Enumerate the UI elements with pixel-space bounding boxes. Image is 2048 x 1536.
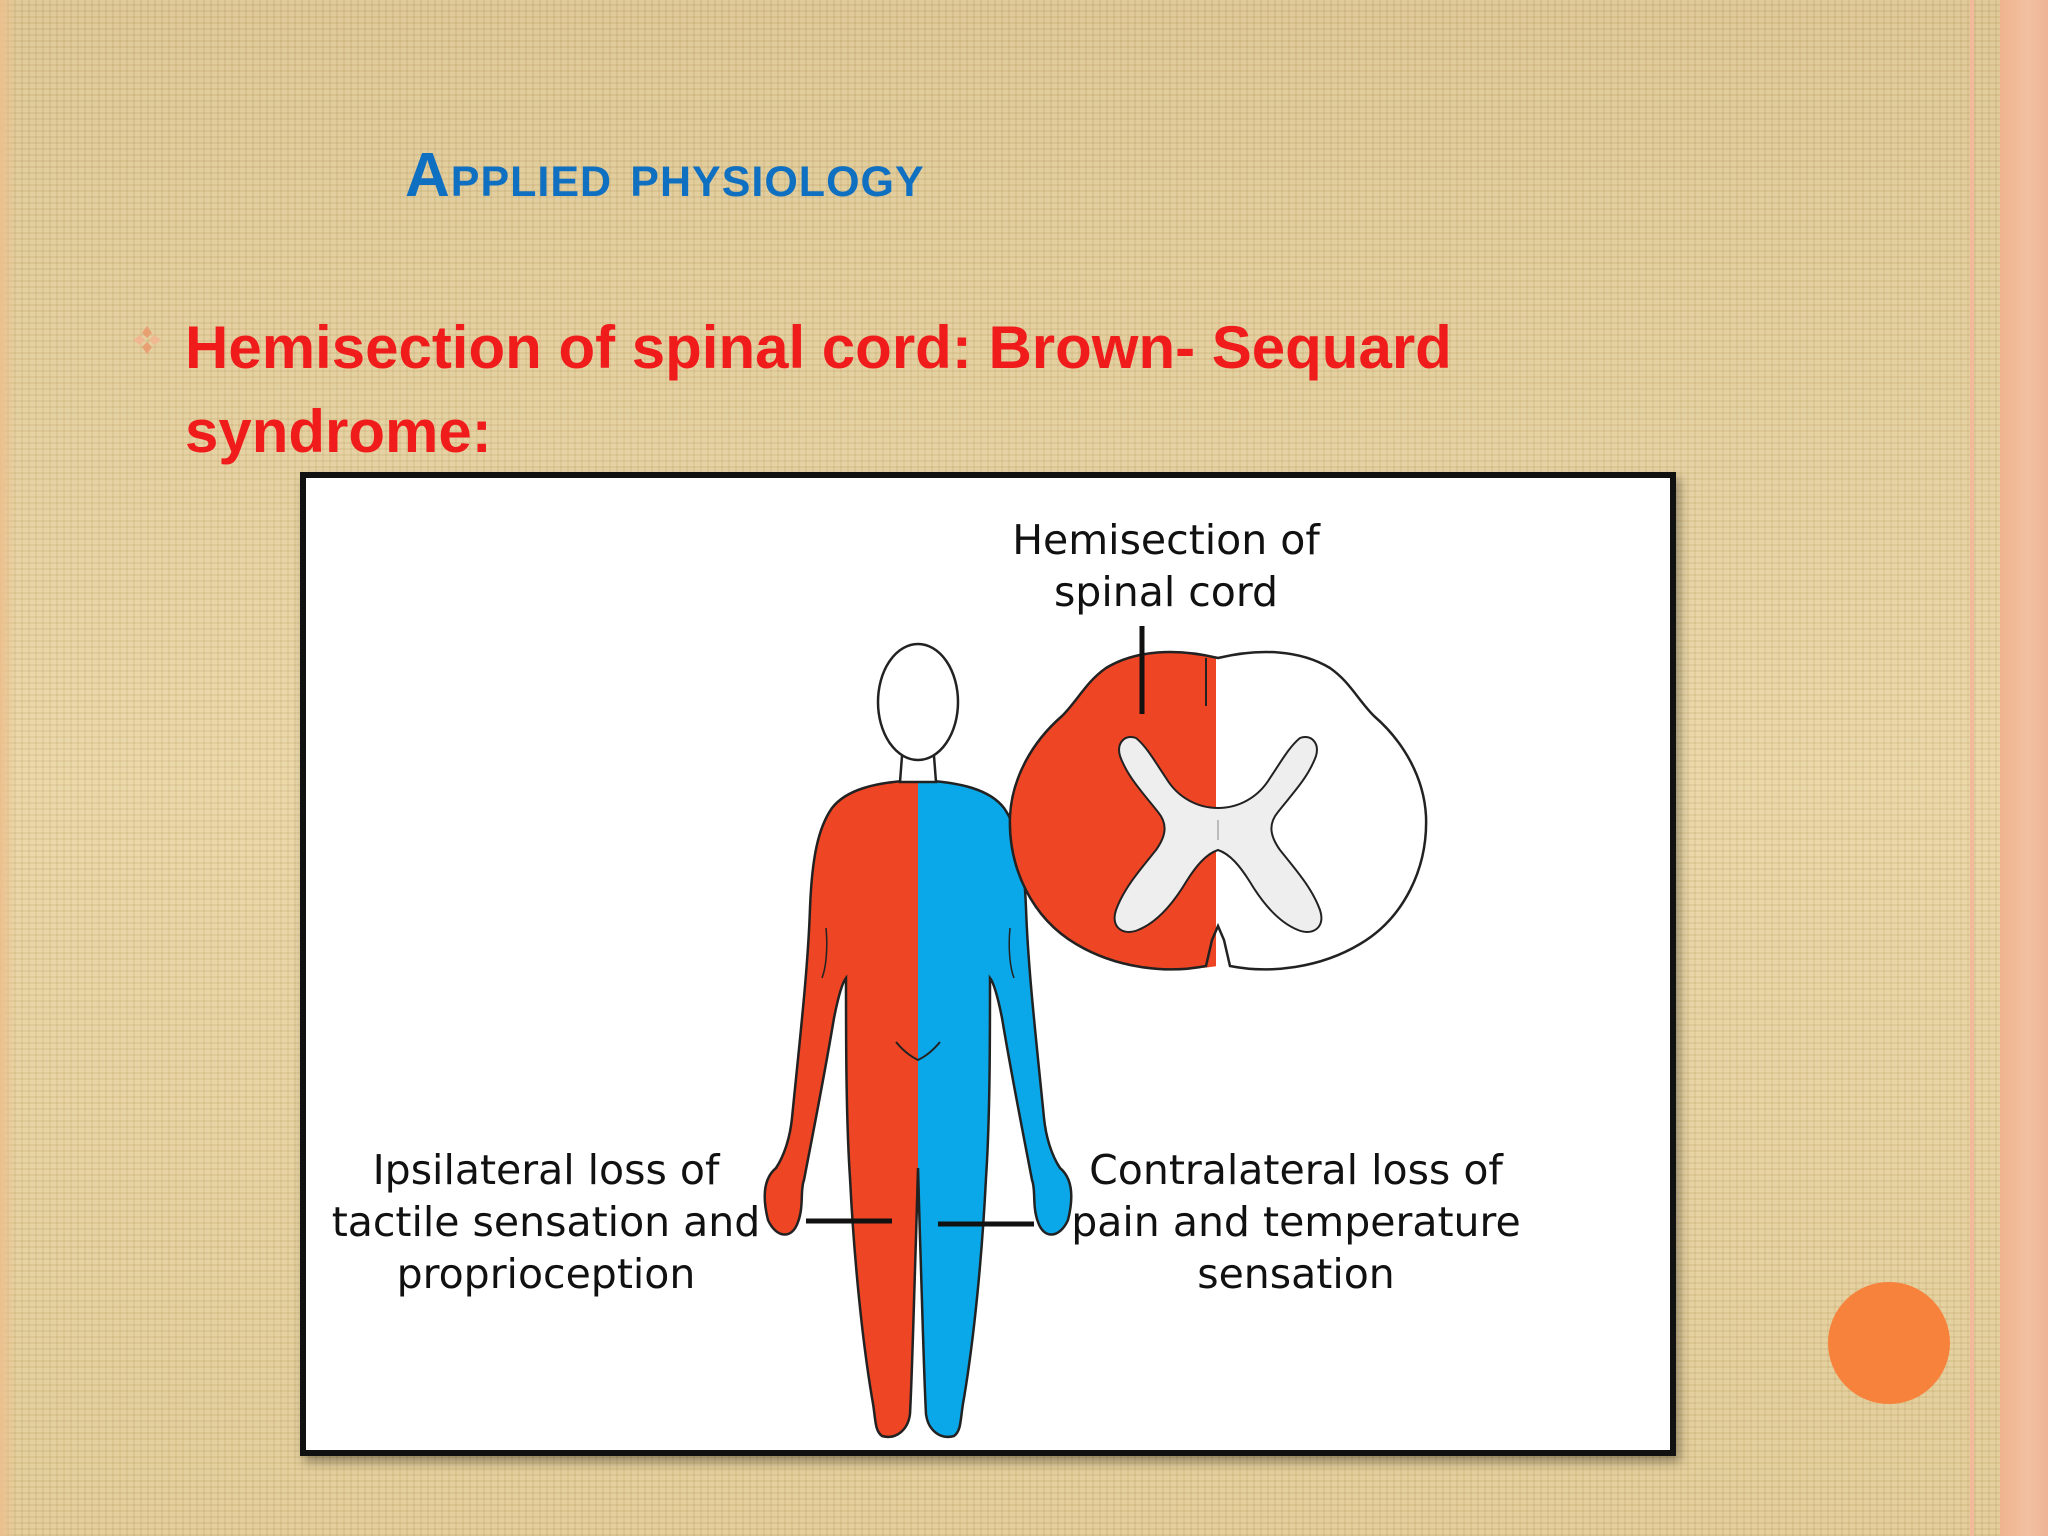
body-ipsilateral-half	[764, 780, 918, 1437]
slide-subtitle: Hemisection of spinal cord: Brown- Sequa…	[185, 314, 1452, 465]
right-edge-band	[2000, 0, 2048, 1536]
slide-title: Applied physiology	[405, 141, 925, 210]
hemisection-label: Hemisection of spinal cord	[1012, 516, 1320, 616]
left-edge-decoration	[0, 0, 16, 1536]
contralateral-loss-label: Contralateral loss of pain and temperatu…	[1071, 1146, 1521, 1298]
ipsilateral-loss-label: Ipsilateral loss of tactile sensation an…	[331, 1146, 761, 1298]
body-contralateral-half	[918, 780, 1072, 1437]
spinal-cord-cross-section	[1008, 650, 1428, 971]
brown-sequard-figure: Hemisection of spinal cord Ipsilateral l…	[300, 472, 1676, 1456]
human-body-figure	[763, 642, 1073, 1439]
head	[876, 642, 960, 762]
figure-illustration	[763, 626, 1428, 1439]
decorative-orange-circle	[1828, 1282, 1950, 1404]
right-edge-line	[1970, 0, 1974, 1536]
diamond-cluster-bullet-icon	[133, 326, 161, 354]
